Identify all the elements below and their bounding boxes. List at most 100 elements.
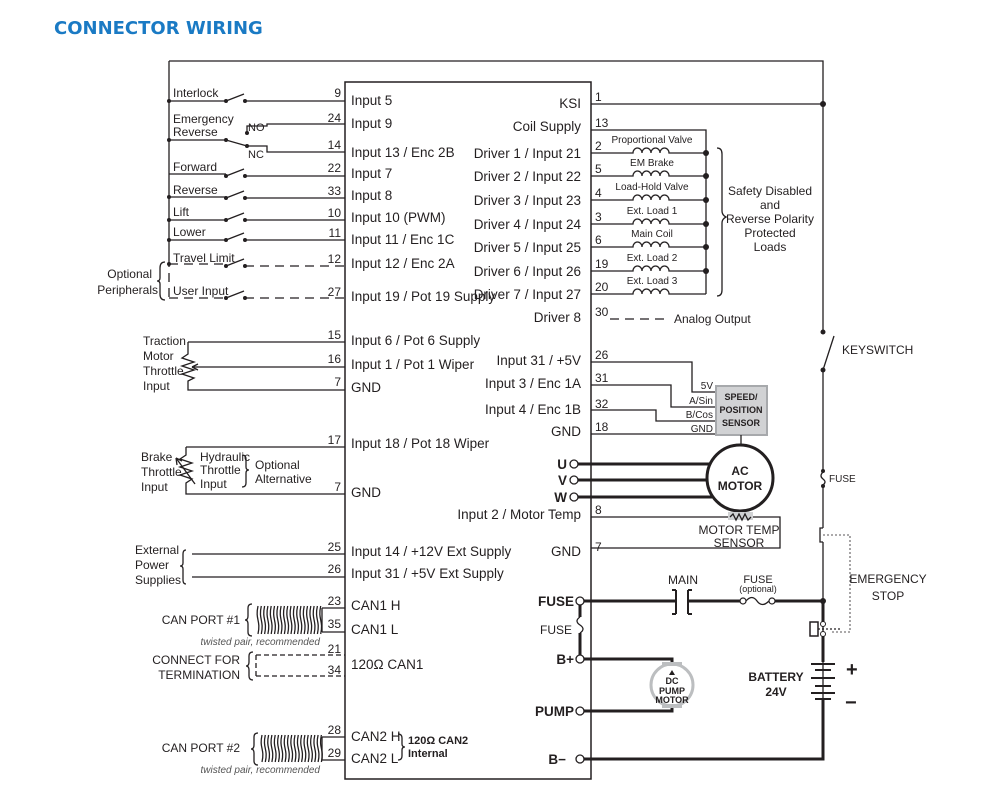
pin-number: 6 — [595, 233, 602, 247]
svg-text:Input 11 / Enc 1C: Input 11 / Enc 1C — [351, 232, 455, 247]
svg-text:Peripherals: Peripherals — [97, 283, 158, 297]
svg-text:Input 4 / Enc 1B: Input 4 / Enc 1B — [485, 402, 581, 417]
svg-text:16: 16 — [328, 352, 342, 366]
can-port-1: CAN PORT #1 twisted pair, recommended 23… — [162, 594, 401, 648]
svg-text:MOTOR TEMP: MOTOR TEMP — [699, 523, 780, 537]
svg-text:SPEED/: SPEED/ — [724, 392, 758, 402]
svg-text:KEYSWITCH: KEYSWITCH — [842, 343, 913, 357]
svg-text:21: 21 — [328, 642, 342, 656]
svg-text:PUMP: PUMP — [535, 704, 574, 719]
svg-text:120Ω CAN1: 120Ω CAN1 — [351, 657, 423, 672]
pin-function: Driver 7 / Input 27 — [474, 287, 581, 302]
svg-text:B−: B− — [548, 752, 566, 767]
svg-text:Throttle: Throttle — [143, 364, 184, 378]
svg-text:25: 25 — [328, 540, 342, 554]
motor-temp-sensor: 8 Input 2 / Motor Temp 7 GND MOTOR TEMP … — [457, 503, 781, 559]
svg-text:V: V — [558, 473, 567, 488]
svg-text:Input 14 / +12V Ext Supply: Input 14 / +12V Ext Supply — [351, 544, 511, 559]
top-rail-wire — [169, 60, 824, 740]
load-label: Ext. Load 2 — [627, 253, 678, 264]
svg-text:FUSE: FUSE — [743, 574, 772, 586]
svg-text:Lower: Lower — [173, 225, 206, 239]
svg-text:GND: GND — [551, 424, 581, 439]
svg-text:Lift: Lift — [173, 205, 190, 219]
travel-limit-input: Travel Limit 12 Input 12 / Enc 2A — [167, 251, 455, 271]
load-label: EM Brake — [630, 158, 674, 169]
coil-supply: 13 Coil Supply — [513, 116, 707, 294]
keyswitch-fuse: FUSE — [818, 469, 856, 488]
svg-text:MOTOR: MOTOR — [718, 479, 763, 493]
fuse-terminal — [575, 596, 585, 606]
svg-text:Safety Disabled: Safety Disabled — [728, 184, 812, 198]
svg-text:31: 31 — [595, 371, 609, 385]
pin-function: Driver 2 / Input 22 — [474, 169, 581, 184]
svg-text:U: U — [557, 457, 567, 472]
emergency-reverse-input: Emergency Reverse NO NC 24 Input 9 14 In… — [167, 111, 455, 161]
ksi-connection: 1 KSI — [559, 90, 826, 111]
external-power: External Power Supplies 25 Input 14 / +1… — [135, 540, 511, 587]
load-label: Proportional Valve — [612, 135, 693, 146]
pin-function: Driver 3 / Input 23 — [474, 193, 581, 208]
bminus-terminal — [575, 754, 585, 764]
svg-text:CAN1 L: CAN1 L — [351, 622, 399, 637]
pin-function: Driver 6 / Input 26 — [474, 264, 581, 279]
lower-input: Lower 11 Input 11 / Enc 1C — [167, 225, 455, 247]
svg-text:17: 17 — [328, 433, 342, 447]
svg-text:7: 7 — [334, 375, 341, 389]
svg-text:GND: GND — [691, 424, 713, 435]
svg-text:5V: 5V — [701, 381, 714, 392]
coil-icon — [591, 288, 706, 295]
pin-function: Input 5 — [351, 93, 392, 108]
svg-text:Alternative: Alternative — [255, 472, 312, 486]
svg-text:External: External — [135, 543, 179, 557]
svg-text:33: 33 — [328, 184, 342, 198]
ac-motor: U V W AC MOTOR — [554, 443, 775, 513]
coil-icon — [591, 194, 706, 201]
svg-text:Motor: Motor — [143, 349, 174, 363]
svg-text:CAN1 H: CAN1 H — [351, 598, 401, 613]
svg-text:CAN2 H: CAN2 H — [351, 729, 401, 744]
svg-text:W: W — [554, 490, 567, 505]
no-contact-label: NO — [248, 122, 265, 134]
coil-icon — [591, 170, 706, 177]
svg-text:POSITION: POSITION — [719, 405, 762, 415]
load-label: Load-Hold Valve — [615, 182, 689, 193]
svg-text:Protected: Protected — [744, 226, 795, 240]
terminal-u — [569, 459, 579, 469]
svg-text:Forward: Forward — [173, 160, 217, 174]
svg-text:TERMINATION: TERMINATION — [158, 668, 240, 682]
svg-text:A/Sin: A/Sin — [689, 396, 713, 407]
svg-text:7: 7 — [595, 540, 602, 554]
svg-text:23: 23 — [328, 594, 342, 608]
svg-text:34: 34 — [328, 663, 342, 677]
reverse-input: Reverse 33 Input 8 — [167, 183, 392, 203]
svg-text:Input 8: Input 8 — [351, 188, 392, 203]
svg-text:Driver 8: Driver 8 — [534, 310, 581, 325]
svg-text:MOTOR: MOTOR — [655, 695, 689, 705]
svg-text:STOP: STOP — [872, 589, 904, 603]
svg-text:11: 11 — [329, 226, 342, 240]
svg-text:Input 2 / Motor Temp: Input 2 / Motor Temp — [457, 507, 581, 522]
terminal-v — [569, 475, 579, 485]
pump-terminal — [575, 706, 585, 716]
svg-text:Loads: Loads — [754, 240, 787, 254]
svg-text:Input 31 / +5V: Input 31 / +5V — [497, 353, 581, 368]
svg-text:Input 19 / Pot 19 Supply: Input 19 / Pot 19 Supply — [351, 289, 495, 304]
svg-text:PUMP: PUMP — [659, 686, 685, 696]
coil-icon — [591, 147, 706, 154]
bplus-terminal — [575, 654, 585, 664]
svg-text:35: 35 — [328, 617, 342, 631]
svg-text:Analog Output: Analog Output — [674, 312, 751, 326]
svg-text:Input 9: Input 9 — [351, 116, 392, 131]
svg-text:26: 26 — [595, 348, 609, 362]
svg-text:14: 14 — [328, 138, 342, 152]
battery: BATTERY 24V + − — [748, 601, 858, 759]
svg-text:twisted pair, recommended: twisted pair, recommended — [200, 765, 320, 776]
svg-text:Input 18 / Pot 18 Wiper: Input 18 / Pot 18 Wiper — [351, 436, 490, 451]
svg-text:Input 6 / Pot 6 Supply: Input 6 / Pot 6 Supply — [351, 333, 480, 348]
svg-text:and: and — [760, 198, 780, 212]
svg-text:1: 1 — [595, 90, 602, 104]
